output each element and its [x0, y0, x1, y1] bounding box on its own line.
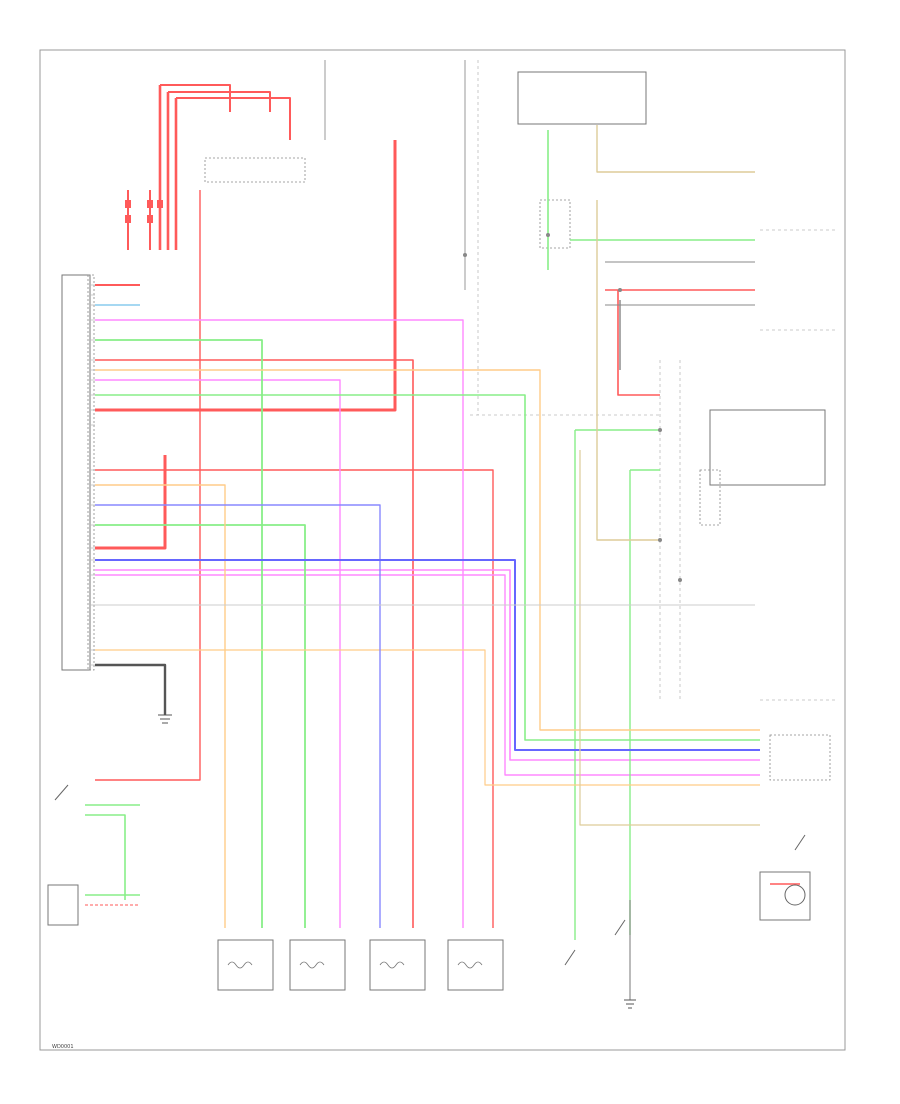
- wire-pink-1: [95, 319, 464, 928]
- cruise-switch-box: [759, 871, 811, 921]
- dashed-guides: [470, 60, 835, 701]
- wire-red-loop: [95, 140, 397, 412]
- wire-green-3: [95, 524, 306, 928]
- wire-tan-2: [596, 200, 660, 541]
- wire-blue-1: [95, 504, 381, 928]
- connector-markers: [125, 200, 163, 223]
- wire-green-1: [95, 339, 263, 928]
- throttle-pedal-position-box: [47, 884, 79, 926]
- combination-relay-box: [539, 199, 571, 249]
- wire-orange-3: [95, 649, 760, 786]
- wheel-sensor-right-front: [289, 939, 346, 991]
- wire-red-down: [127, 190, 151, 250]
- wire-orange-2: [95, 484, 226, 928]
- control-module-connector: [87, 274, 95, 671]
- wire-green-right2: [629, 469, 660, 935]
- wire-red-to-sensor: [95, 359, 414, 928]
- wire-red-to-rr: [95, 469, 494, 928]
- wire-tan-1: [596, 125, 755, 173]
- wire-green-right: [574, 429, 660, 940]
- ground-symbols: [158, 714, 636, 1009]
- wire-red-top: [160, 84, 291, 140]
- wire-green-pedal: [85, 804, 140, 900]
- wire-pink-2: [95, 379, 341, 928]
- wire-tan-3: [579, 450, 760, 826]
- top-junction-box: [204, 157, 306, 183]
- wires: [85, 60, 800, 1000]
- control-module-left-box: [61, 274, 91, 671]
- clutch-control-unit-box: [709, 409, 826, 486]
- wire-black-ground: [95, 663, 167, 715]
- wire-red-right: [605, 289, 755, 396]
- sensor-coils: [227, 961, 483, 969]
- fuse-relay-box-top: [517, 71, 647, 125]
- footer-code: WD0001: [52, 1044, 74, 1050]
- wire-red-bundle: [158, 85, 178, 250]
- switch-symbols: [54, 784, 806, 966]
- wire-blue-2: [95, 559, 760, 751]
- wire-pink-3: [95, 569, 760, 761]
- wheel-sensor-left-rear: [369, 939, 426, 991]
- clutch-switch-connector: [699, 469, 721, 526]
- diagram-frame: [39, 49, 846, 1051]
- engine-control-module-box: [769, 734, 831, 781]
- wire-orange-1: [95, 369, 760, 731]
- module-pins: [90, 284, 95, 666]
- wheel-sensor-left-front: [217, 939, 274, 991]
- wire-red-long: [95, 190, 201, 781]
- wire-green-2: [95, 394, 760, 741]
- wire-red-loop2: [95, 455, 167, 550]
- wire-pink-4: [95, 574, 760, 776]
- splice-dots: [463, 233, 682, 582]
- wheel-sensor-right-rear: [447, 939, 504, 991]
